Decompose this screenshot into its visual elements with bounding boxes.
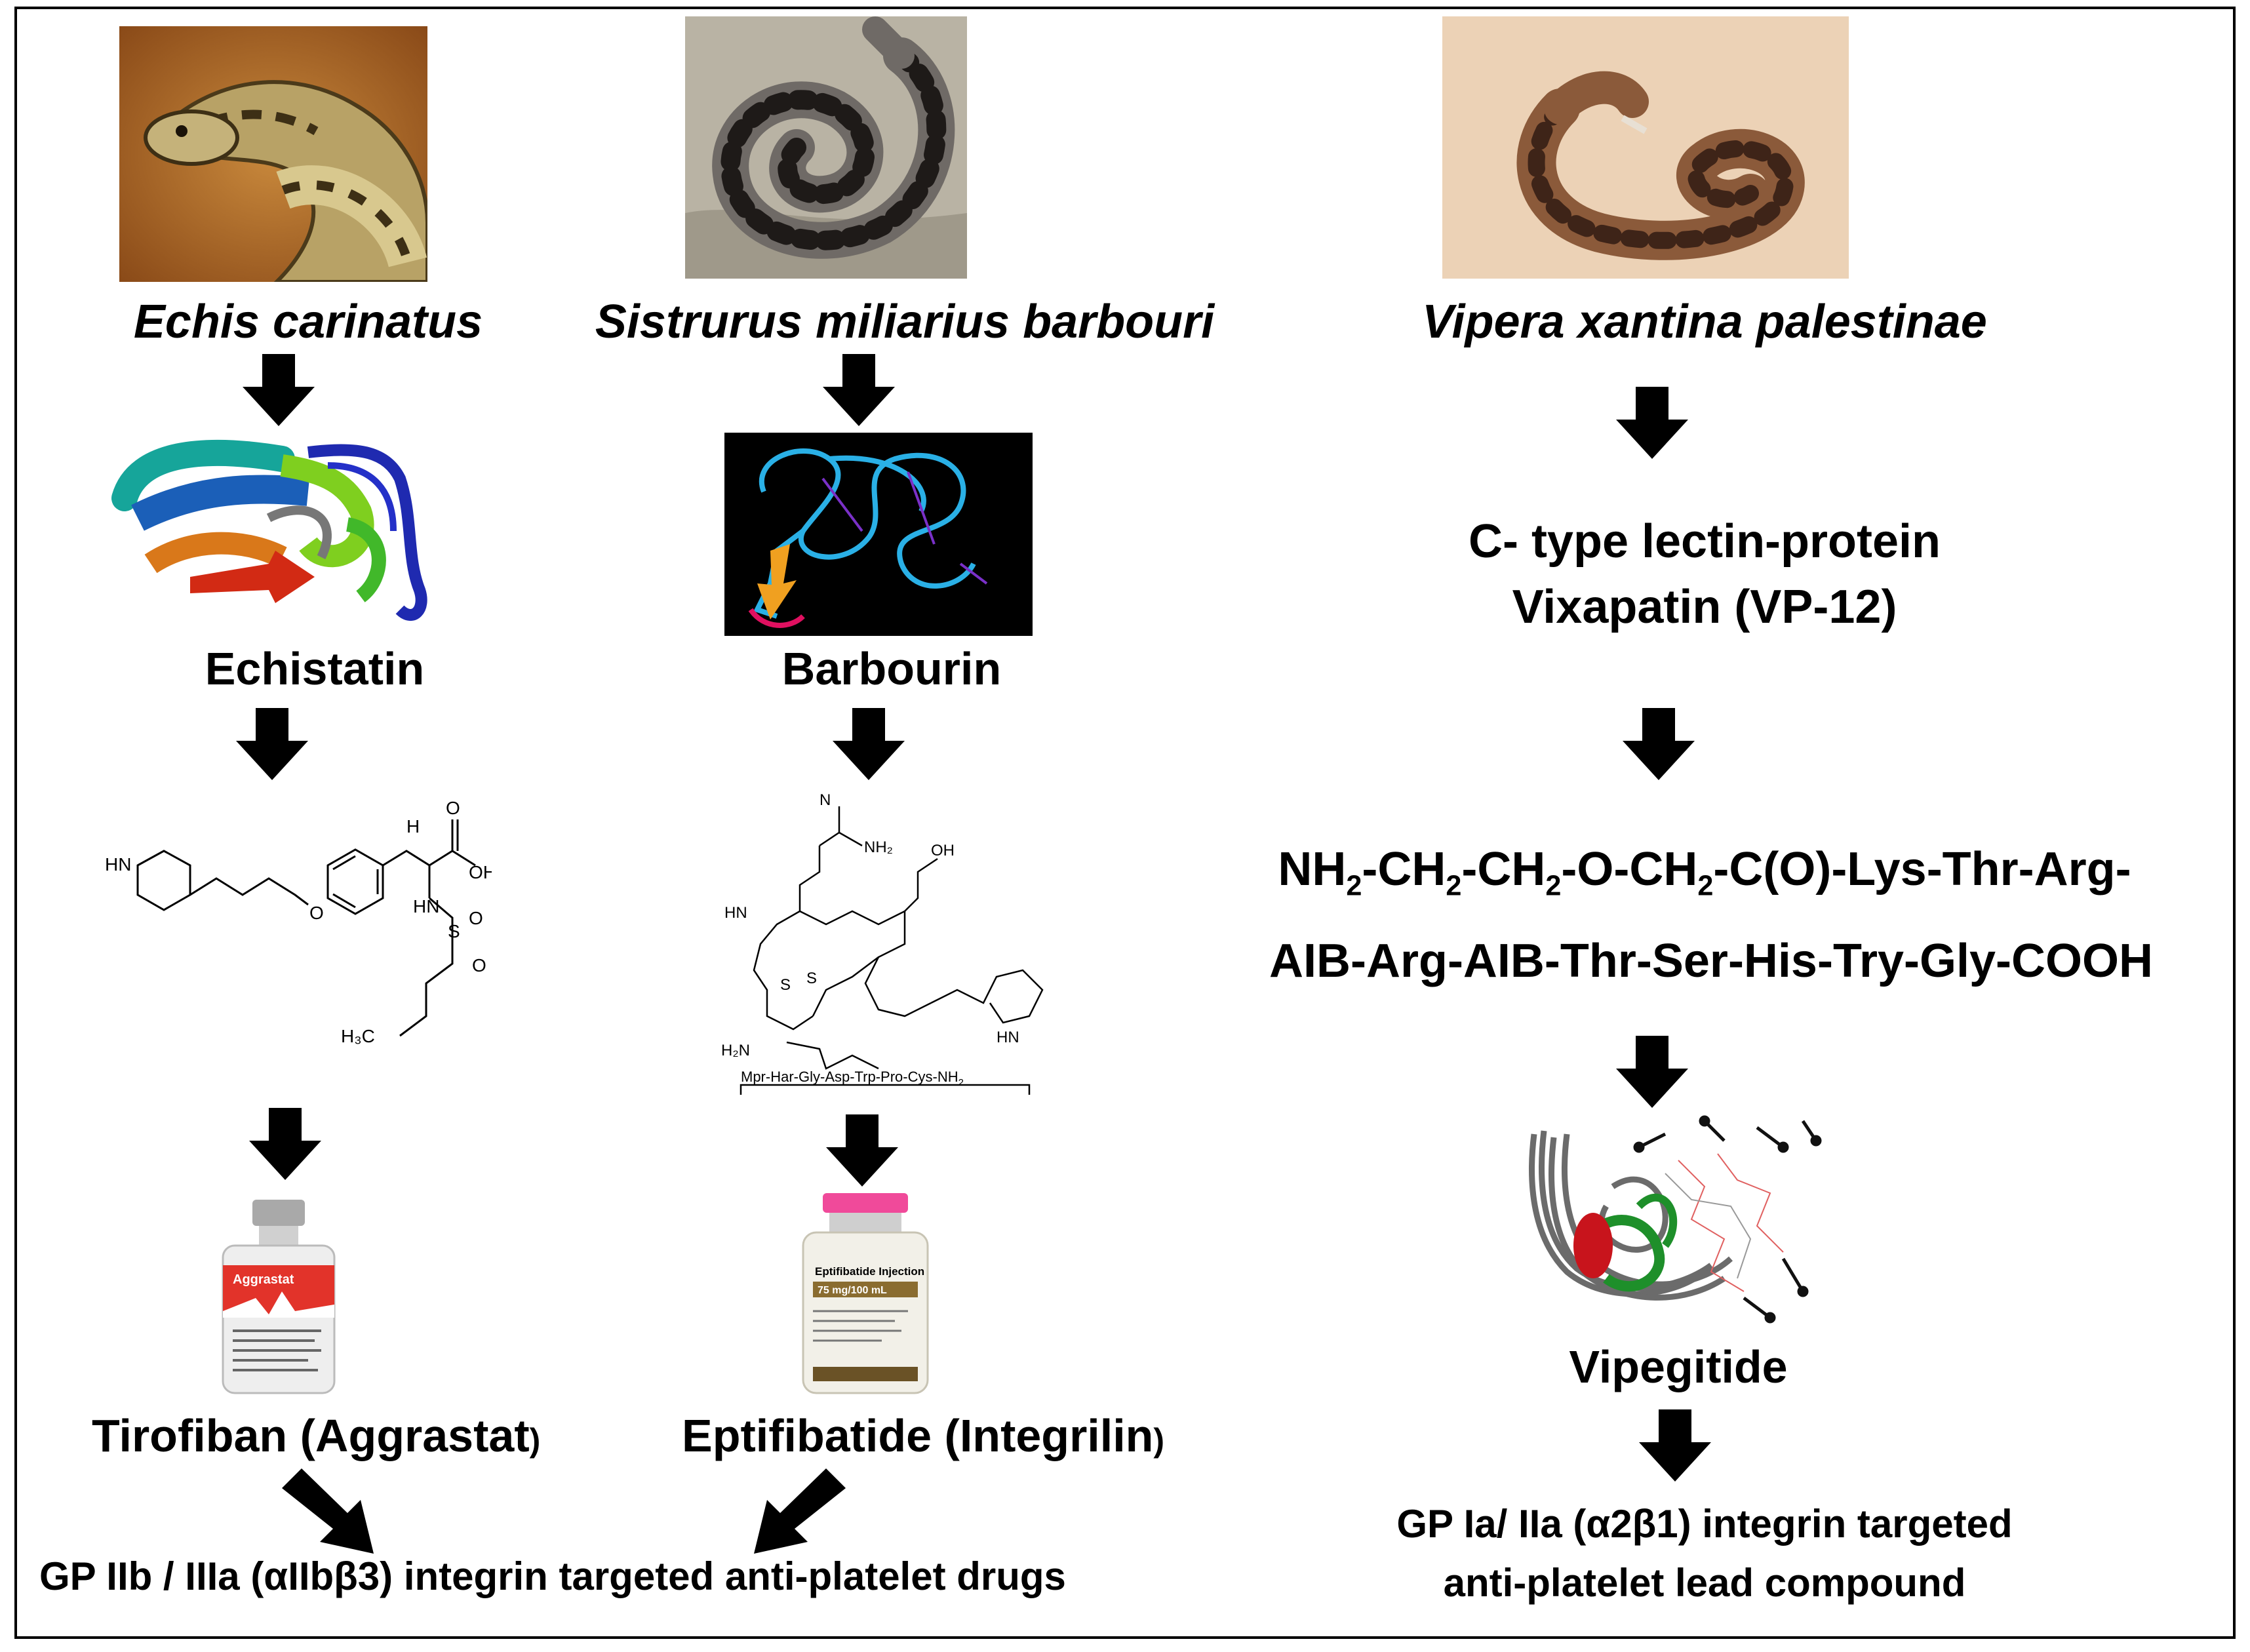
echistatin-ribbon-structure (111, 426, 459, 623)
species-vipera-xantina-palestinae: Vipera xantina palestinae (1422, 296, 1987, 348)
figure-frame (14, 7, 2236, 1639)
chem-label: H₃C (341, 1026, 375, 1046)
aggrastat-vial-image: Aggrastat (216, 1200, 341, 1396)
chem-label: HN (997, 1029, 1019, 1046)
barbourin-ribbon-structure (724, 433, 1033, 636)
chem-label: S (806, 970, 817, 987)
down-arrow-icon (833, 708, 905, 780)
down-arrow-icon (826, 1114, 898, 1187)
down-arrow-icon (1639, 1409, 1711, 1482)
chem-label: O (472, 955, 486, 975)
down-arrow-icon (236, 708, 308, 780)
protein-c-type-lectin: C- type lectin-protein (1468, 515, 1941, 568)
target-description-line2: anti-platelet lead compound (1443, 1561, 1966, 1605)
chem-label: HN (413, 896, 439, 916)
chem-label: O (309, 903, 324, 923)
down-arrow-icon (1616, 1036, 1688, 1108)
eptifibatide-chemical-structure: N NH₂ OH HN S S H₂N HN Mpr-Har-Gly-Asp-T… (715, 791, 1056, 1101)
chem-label: OH (931, 842, 955, 859)
drug-close-paren: ) (1153, 1422, 1165, 1459)
tirofiban-chemical-structure: HN O O OH H HN S O O H₃C (98, 793, 496, 1055)
chem-label: OH (469, 862, 492, 882)
chem-label: O (446, 798, 460, 818)
chem-label: O (469, 908, 483, 928)
vial-dose-label: 75 mg/100 mL (818, 1285, 887, 1296)
vipegitide-structure-ensemble (1508, 1108, 1849, 1331)
vial-brand-label: Aggrastat (233, 1272, 294, 1287)
chem-label: N (819, 793, 831, 809)
protein-barbourin: Barbourin (781, 643, 1002, 694)
down-arrow-icon (1623, 708, 1695, 780)
drug-tirofiban: Tirofiban (Aggrastat) (92, 1409, 564, 1462)
drug-eptifibatide: Eptifibatide (Integrilin) (682, 1409, 1219, 1462)
target-description-line1: GP Ia/ IIa (α2β1) integrin targeted (1396, 1502, 2013, 1546)
drug-close-paren: ) (529, 1422, 541, 1459)
peptide-sequence-line1: NH2-CH2-CH2-O-CH2-C(O)-Lys-Thr-Arg- (1278, 843, 2131, 902)
species-echis-carinatus: Echis carinatus (133, 296, 483, 348)
chem-label: HN (724, 904, 747, 922)
down-arrow-icon (243, 354, 315, 426)
shared-target-description: GP IIb / IIIa (αIIbβ3) integrin targeted… (39, 1554, 1066, 1598)
down-arrow-icon (1616, 387, 1688, 459)
drug-eptifibatide-name: Eptifibatide (Integrilin (682, 1410, 1154, 1461)
chem-label: S (780, 976, 791, 994)
down-arrow-icon (823, 354, 895, 426)
chem-label: H₂N (721, 1042, 750, 1059)
chem-label: S (448, 921, 460, 941)
echis-carinatus-photo (119, 26, 427, 282)
vipera-xantina-palestinae-photo (1442, 16, 1849, 279)
vial-title-label: Eptifibatide Injection (815, 1265, 924, 1278)
drug-tirofiban-name: Tirofiban (Aggrastat (92, 1410, 530, 1461)
diagonal-arrow-icon (282, 1468, 374, 1554)
product-vipegitide: Vipegitide (1569, 1341, 1788, 1392)
protein-vixapatin: Vixapatin (VP-12) (1512, 581, 1897, 633)
down-arrow-icon (249, 1108, 321, 1180)
chem-label: HN (105, 854, 131, 875)
sistrurus-miliarius-barbouri-photo (685, 16, 967, 279)
chem-label: NH₂ (864, 838, 893, 856)
species-sistrurus-miliarius-barbouri: Sistrurus miliarius barbouri (595, 296, 1215, 348)
peptide-sequence: Mpr-Har-Gly-Asp-Trp-Pro-Cys-NH2 (741, 1069, 964, 1088)
eptifibatide-vial-image: Eptifibatide Injection 75 mg/100 mL (797, 1193, 934, 1396)
protein-echistatin: Echistatin (205, 643, 425, 694)
diagonal-arrow-icon (754, 1468, 846, 1554)
peptide-sequence-line2: AIB-Arg-AIB-Thr-Ser-His-Try-Gly-COOH (1269, 935, 2154, 987)
chem-label: H (406, 816, 420, 836)
